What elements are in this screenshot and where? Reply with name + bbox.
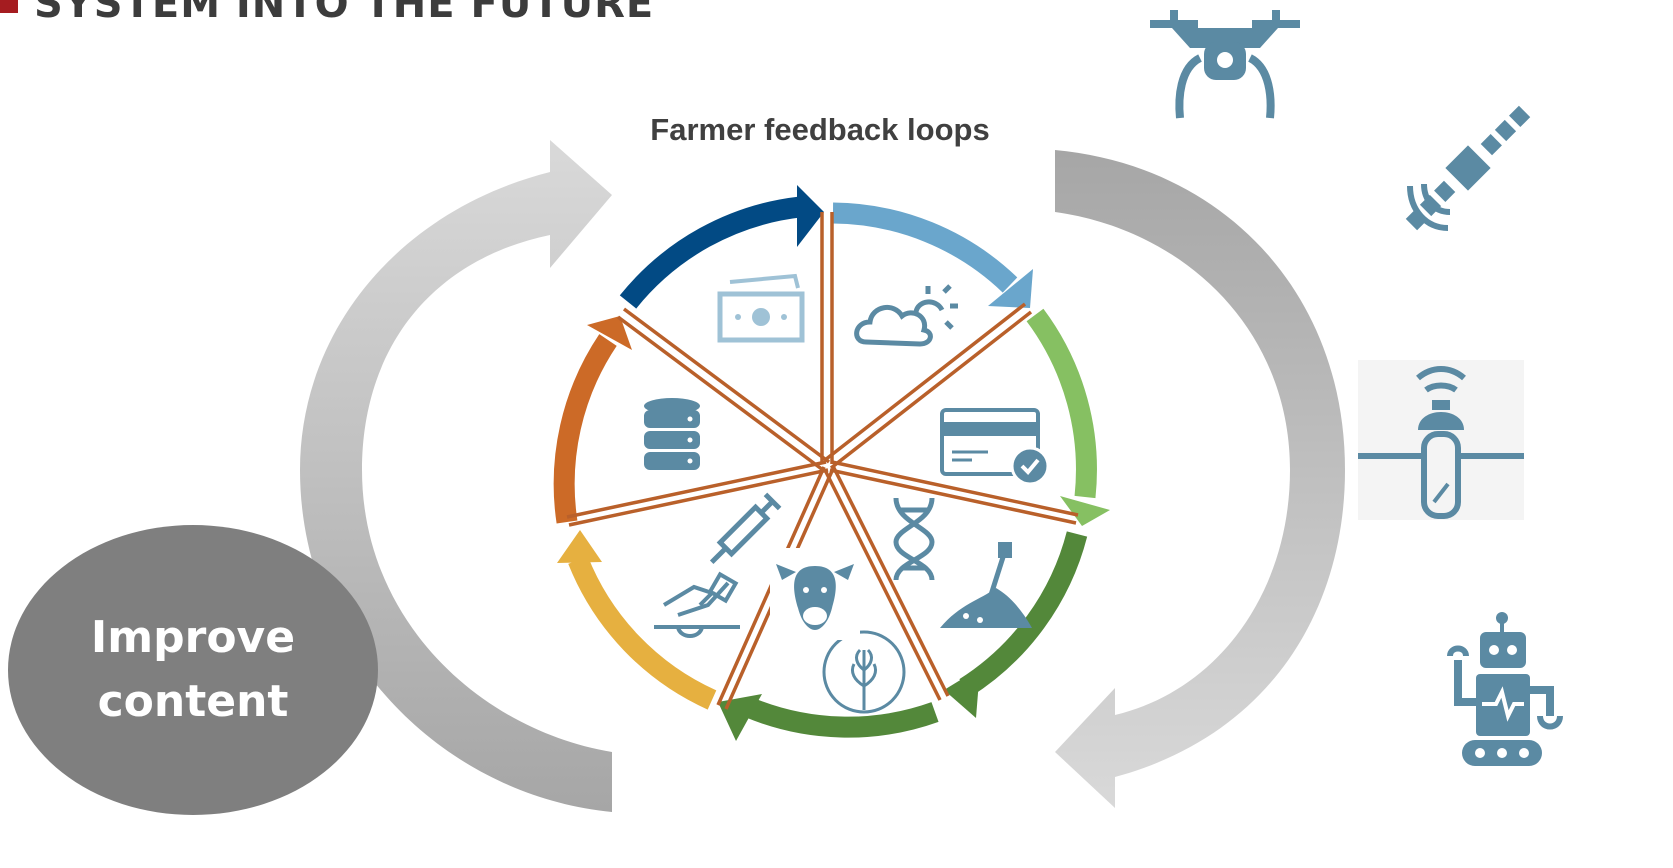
arrowhead-soil	[944, 668, 980, 718]
wheel-segment-soil	[959, 531, 1088, 697]
bubble-label-line-1: Improve	[90, 612, 296, 663]
bubble-label-line-2: content	[97, 676, 289, 727]
syringe-icon	[709, 492, 782, 565]
satellite-icon	[1405, 105, 1531, 231]
soil-shovel-icon	[940, 542, 1032, 628]
soil-sensor-icon	[1358, 360, 1524, 520]
arrowhead-payment	[1060, 496, 1110, 526]
cycle-arrow-right	[1055, 150, 1345, 808]
wheel-segment-payment	[1026, 308, 1097, 499]
feedback-loops-label: Farmer feedback loops	[650, 112, 990, 147]
improve-content-bubble: Improve content	[8, 525, 378, 815]
database-icon	[644, 398, 700, 470]
arrowhead-data	[587, 316, 632, 350]
money-icon	[717, 273, 805, 343]
wheel-segment-weather	[832, 202, 1018, 293]
cycle-arrow-left	[300, 140, 612, 812]
title-bullet	[0, 0, 18, 13]
wheel-segment-livestock	[568, 556, 717, 710]
robot-icon	[1447, 612, 1563, 766]
arrowhead-finance	[797, 185, 824, 247]
payment-card-icon	[940, 408, 1050, 486]
wheel-segment-crop	[743, 697, 939, 738]
title-text: SYSTEM INTO THE FUTURE	[34, 0, 655, 27]
weather-icon	[854, 284, 958, 347]
wheel-segment-finance	[619, 196, 802, 309]
drone-icon	[1150, 10, 1300, 119]
crop-icon	[822, 630, 906, 714]
wheel-segment-data	[553, 334, 617, 524]
cattle-icon	[770, 548, 860, 640]
arrowhead-weather	[988, 269, 1033, 308]
hand-seed-icon	[654, 571, 740, 638]
slide-title: SYSTEM INTO THE FUTURE	[0, 0, 654, 34]
dna-icon	[893, 497, 935, 581]
feedback-wheel	[553, 185, 1110, 741]
arrowhead-livestock	[557, 530, 602, 563]
